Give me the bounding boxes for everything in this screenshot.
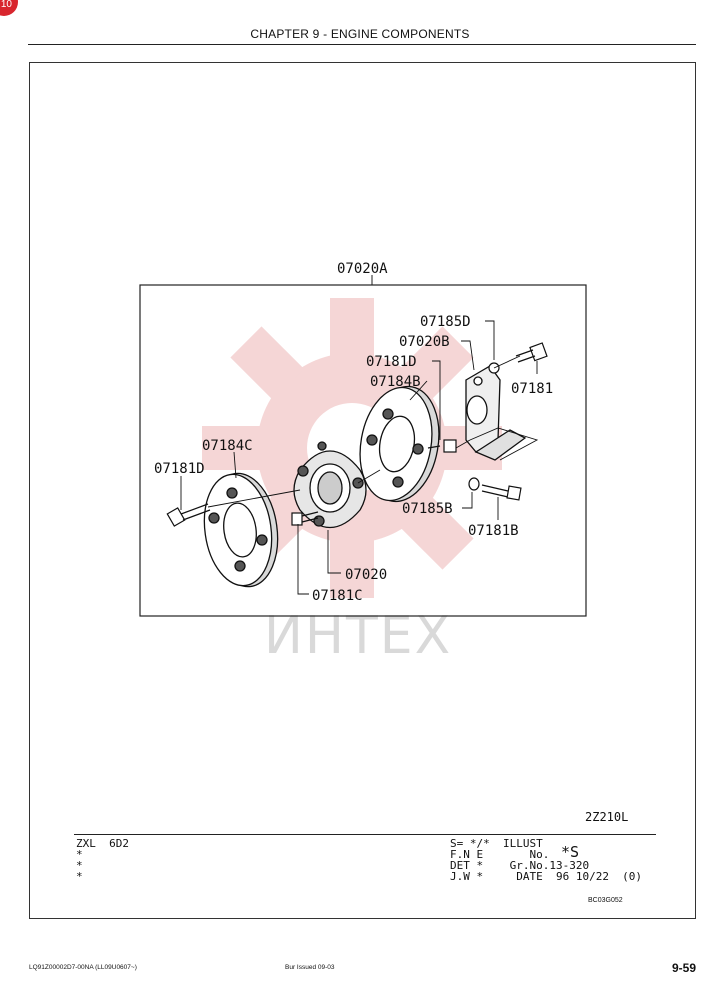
label-07020a: 07020A [337, 261, 388, 277]
label-07185b: 07185B [402, 501, 453, 517]
bolt-07181d-left [166, 503, 211, 527]
corner-badge: 10 [0, 0, 18, 16]
bolt-07181c [291, 511, 319, 526]
bolt-07181 [515, 342, 548, 363]
info-left-block: ZXL 6D2 * * * [76, 837, 129, 883]
flange-07020 [293, 441, 367, 529]
footer-doc-code: LQ91Z00002D7-00NA (LL09U0607~) [29, 964, 137, 971]
illustration-ref-code: 2Z210L [585, 810, 629, 824]
info-rule [74, 834, 656, 835]
page-header: CHAPTER 9 - ENGINE COMPONENTS [250, 27, 470, 41]
disc-07184b [359, 385, 440, 503]
label-07181d-top: 07181D [366, 354, 417, 370]
small-code: BC03G052 [588, 897, 623, 904]
label-07181d-left: 07181D [154, 461, 205, 477]
illust-number: *S [561, 843, 580, 861]
info-right-block: S= */* ILLUST F.N E No. DET * Gr.No.13-3… [450, 837, 643, 883]
washer-07185b [468, 477, 480, 491]
label-07185d: 07185D [420, 314, 471, 330]
illustration-frame [29, 62, 696, 919]
corner-badge-text: 10 [0, 0, 12, 10]
header-rule [28, 44, 696, 45]
footer-page-number: 9-59 [671, 961, 696, 975]
label-07020: 07020 [345, 567, 387, 583]
label-07181c: 07181C [312, 588, 363, 604]
label-07181: 07181 [511, 381, 553, 397]
bolt-07181b [481, 484, 522, 501]
label-07184c: 07184C [202, 438, 253, 454]
label-07181b: 07181B [468, 523, 519, 539]
footer-issued: Bur Issued 09-03 [285, 964, 335, 971]
bolt-07181d-top [427, 439, 457, 453]
disc-07184c [203, 472, 279, 588]
label-07184b: 07184B [370, 374, 421, 390]
label-07020b: 07020B [399, 334, 450, 350]
